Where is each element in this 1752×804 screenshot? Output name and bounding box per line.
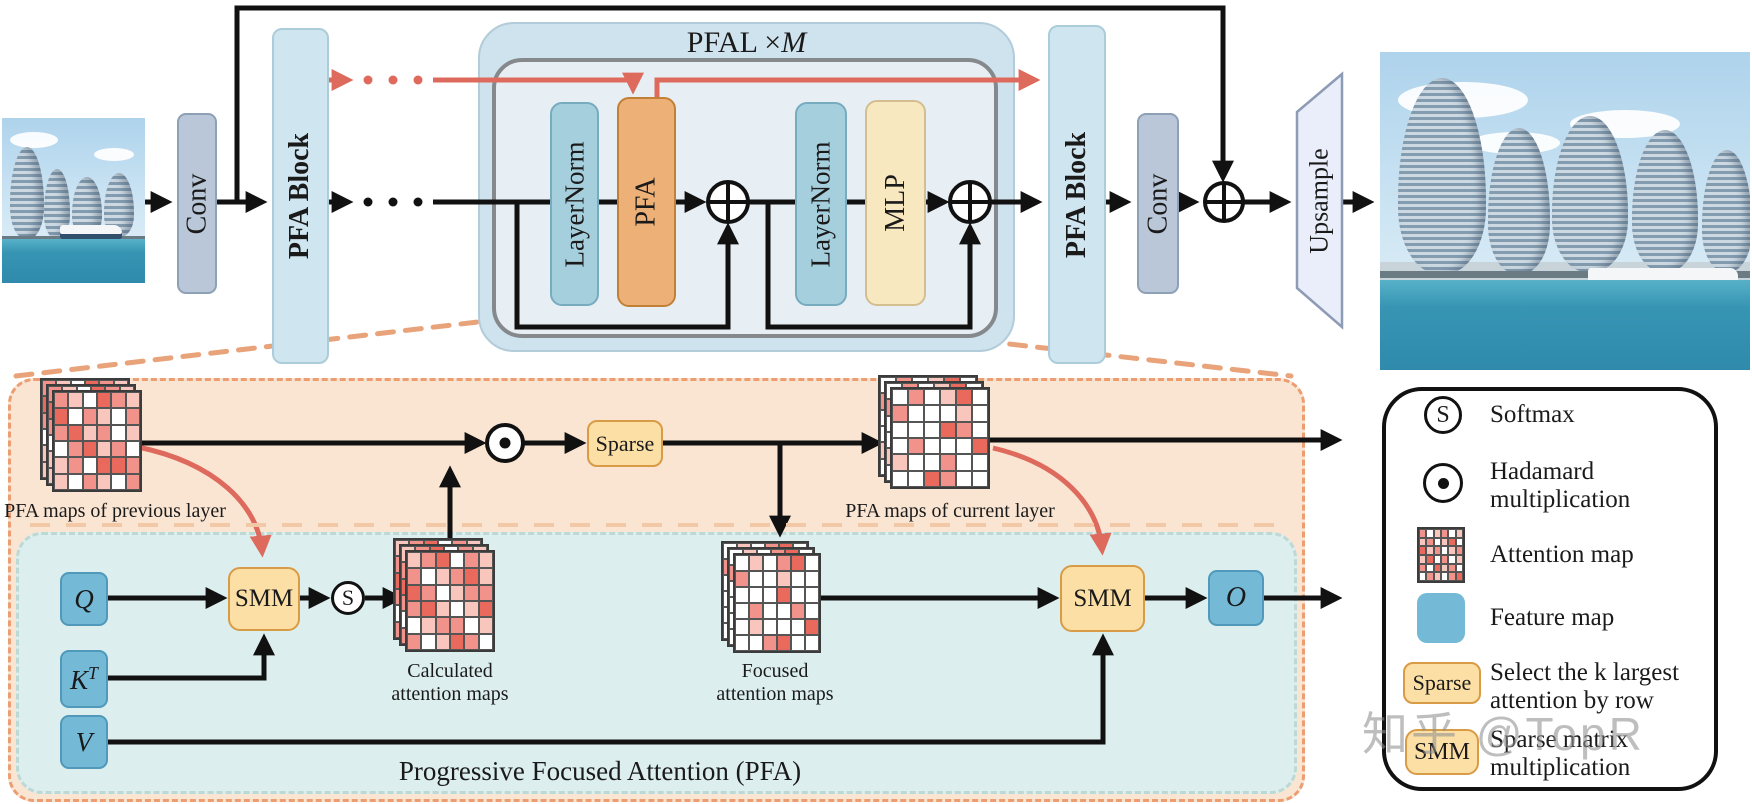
legend-softmax-symbol: S (1436, 401, 1450, 428)
legend-smm-line1: Sparse matrix (1490, 726, 1629, 753)
current-maps-label: PFA maps of current layer (845, 500, 1055, 522)
calculated-attention-maps-stack (393, 538, 495, 652)
softmax-circle-label: S (341, 585, 355, 610)
query-label: Q (74, 583, 94, 614)
attention-map-grid (405, 550, 495, 652)
smm-1-label: SMM (234, 585, 294, 612)
conv-block-2: Conv (1137, 113, 1179, 294)
focused-maps-label: Focused attention maps (660, 660, 890, 706)
upsample-block: Upsample (1293, 74, 1346, 327)
calculated-maps-label: Calculated attention maps (335, 660, 565, 706)
legend-smm-icon: SMM (1405, 729, 1479, 775)
legend-hadamard-icon (1423, 463, 1463, 503)
output-photo-sea (1380, 280, 1750, 370)
pfal-title-times: × (764, 26, 782, 59)
pfa-panel-caption: Progressive Focused Attention (PFA) (398, 756, 802, 786)
input-image (2, 118, 145, 283)
legend-feature-map-icon (1417, 593, 1465, 643)
legend-feature-map-label: Feature map (1490, 604, 1615, 631)
legend-hadamard-line1: Hadamard (1490, 458, 1595, 485)
tower (10, 147, 44, 239)
tower (1552, 116, 1628, 272)
ellipsis-dots-black (363, 197, 423, 207)
output-image (1380, 52, 1750, 370)
tower (1632, 130, 1698, 272)
legend-hadamard-label: Hadamard multiplication (1490, 458, 1630, 514)
hadamard-dot (1437, 477, 1449, 489)
sparse-op-label: Sparse (595, 430, 655, 456)
pfa-module-label: PFA (630, 177, 662, 227)
key-label: KT (70, 662, 98, 695)
value-box: V (60, 715, 108, 769)
focused-maps-label-line2: attention maps (716, 683, 834, 705)
attention-map-grid (733, 553, 821, 653)
pfa-block-2: PFA Block (1048, 25, 1106, 364)
smm-box-2: SMM (1060, 565, 1145, 632)
legend-sparse-icon: Sparse (1403, 662, 1481, 704)
legend-softmax-label: Softmax (1490, 401, 1575, 428)
tower (1702, 150, 1750, 272)
legend-attention-map-label: Attention map (1490, 541, 1634, 568)
layernorm-2: LayerNorm (795, 102, 847, 306)
mlp-block: MLP (865, 100, 926, 306)
cloud (94, 148, 134, 161)
current-layer-pfa-maps-stack (878, 375, 990, 489)
dock (1380, 271, 1750, 278)
legend-sparse-line2: attention by row (1490, 687, 1654, 714)
softmax-circle: S (331, 581, 365, 615)
calculated-maps-label-line2: attention maps (391, 683, 509, 705)
legend-smm-label: Sparse matrix multiplication (1490, 726, 1630, 782)
prev-maps-label: PFA maps of previous layer (4, 500, 226, 522)
tower (1398, 78, 1486, 274)
smm-box-1: SMM (228, 567, 300, 631)
legend-hadamard-line2: multiplication (1490, 486, 1631, 513)
cruise-ship (60, 225, 122, 239)
query-box: Q (60, 572, 108, 626)
legend-attention-map-icon (1417, 527, 1465, 583)
pfal-title: PFAL ×M (478, 26, 1015, 60)
legend-softmax-icon: S (1424, 396, 1462, 434)
cloud (10, 132, 58, 148)
legend-sparse-line1: Select the k largest (1490, 659, 1680, 686)
ellipsis-dots-red (363, 75, 423, 85)
calculated-maps-label-line1: Calculated (407, 660, 493, 682)
pfa-block-1-label: PFA Block (284, 132, 316, 260)
key-transpose-box: KT (60, 650, 108, 708)
mlp-label: MLP (879, 174, 911, 232)
layernorm-1-label: LayerNorm (559, 141, 590, 267)
legend-sparse-box-label: Sparse (1412, 670, 1472, 695)
smm-2-label: SMM (1073, 584, 1132, 612)
tower (1488, 128, 1550, 274)
layernorm-1: LayerNorm (550, 102, 599, 306)
focused-attention-maps-stack (721, 541, 821, 653)
pfa-module: PFA (617, 97, 676, 307)
legend-panel (1382, 387, 1718, 791)
layernorm-2-label: LayerNorm (805, 141, 836, 267)
input-photo-sea (2, 239, 145, 283)
conv-1-label: Conv (181, 173, 212, 234)
pfa-block-1: PFA Block (272, 28, 329, 364)
legend-sparse-label: Select the k largest attention by row (1490, 659, 1679, 715)
output-label: O (1225, 582, 1247, 613)
sparse-op-box: Sparse (587, 420, 663, 467)
pfal-title-m: M (781, 26, 807, 59)
pfal-title-text: PFAL (686, 26, 757, 59)
conv-block-1: Conv (177, 113, 217, 294)
legend-smm-box-label: SMM (1413, 738, 1471, 765)
add-circle-3 (1203, 181, 1245, 223)
attention-map-grid (890, 387, 990, 489)
output-box: O (1208, 570, 1264, 626)
pfa-block-2-label: PFA Block (1061, 131, 1093, 258)
attention-map-grid (52, 390, 142, 492)
focused-maps-label-line1: Focused (741, 660, 809, 682)
watermark: 知乎 @TopR (1362, 708, 1645, 760)
legend-smm-line2: multiplication (1490, 754, 1631, 781)
conv-2-label: Conv (1142, 173, 1173, 234)
upsample-label: Upsample (1304, 147, 1334, 254)
value-label: V (75, 726, 93, 757)
prev-layer-pfa-maps-stack (40, 378, 142, 492)
